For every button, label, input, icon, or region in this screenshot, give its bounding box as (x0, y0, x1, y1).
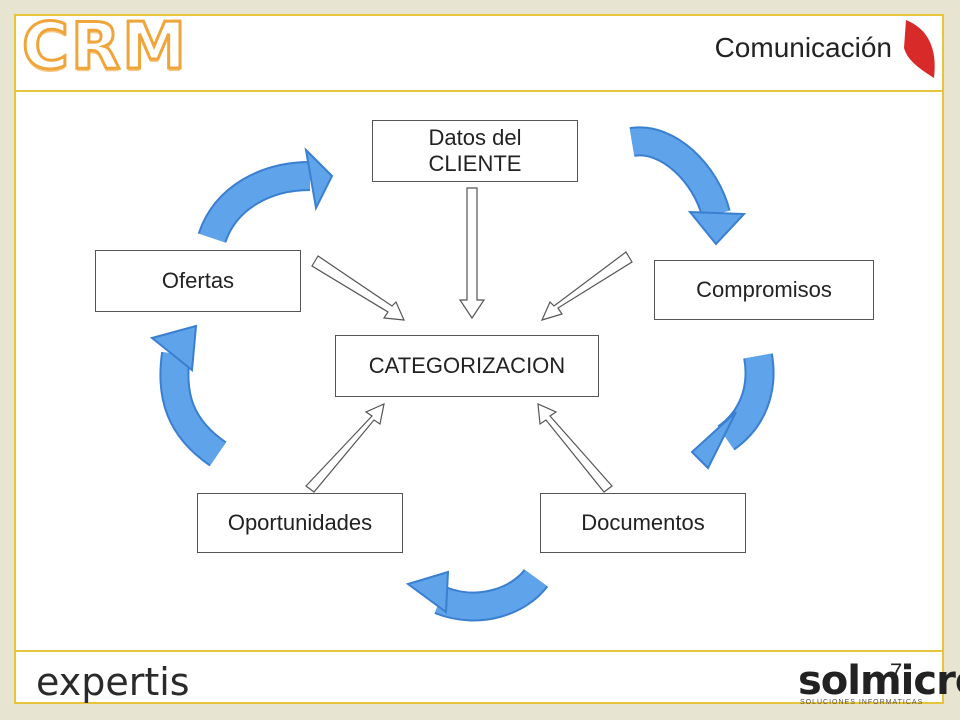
hollow-arrow-compromisos-to-categorizacion (540, 251, 633, 321)
title-divider (14, 90, 944, 92)
node-datos-cliente-label: Datos del CLIENTE (428, 124, 522, 176)
red-tab-icon (904, 20, 935, 78)
cycle-arrow-top-left (197, 147, 334, 244)
cycle-arrow-right (690, 353, 775, 470)
solmicro-tagline: SOLUCIONES INFORMATICAS (800, 699, 924, 706)
node-ofertas: Ofertas (95, 250, 301, 312)
node-documentos: Documentos (540, 493, 746, 553)
node-categorizacion: CATEGORIZACION (335, 335, 599, 397)
cycle-arrow-left (149, 324, 227, 467)
hollow-arrow-ofertas-to-categorizacion (311, 255, 405, 321)
solmicro-logo: solmicro (798, 658, 960, 704)
node-categorizacion-label: CATEGORIZACION (368, 352, 566, 378)
node-datos-cliente: Datos del CLIENTE (372, 120, 578, 182)
cycle-arrow-bottom (405, 568, 549, 622)
slide-subtitle: Comunicación (714, 32, 892, 63)
node-compromisos-label: Compromisos (696, 276, 832, 302)
hollow-arrow-oportunidades-to-categorizacion (305, 402, 385, 493)
hollow-arrow-documentos-to-categorizacion (537, 403, 613, 493)
hollow-arrow-datos-to-categorizacion (458, 187, 486, 320)
cycle-arrow-top-right (629, 126, 747, 246)
page-number: 7 (890, 659, 903, 684)
node-ofertas-label: Ofertas (161, 267, 235, 293)
crm-logo: CRM (21, 9, 188, 86)
node-oportunidades-label: Oportunidades (227, 509, 373, 535)
expertis-logo: expertis (36, 660, 190, 704)
node-compromisos: Compromisos (654, 260, 874, 320)
footer-divider (14, 650, 944, 652)
node-documentos-label: Documentos (581, 509, 705, 535)
node-oportunidades: Oportunidades (197, 493, 403, 553)
